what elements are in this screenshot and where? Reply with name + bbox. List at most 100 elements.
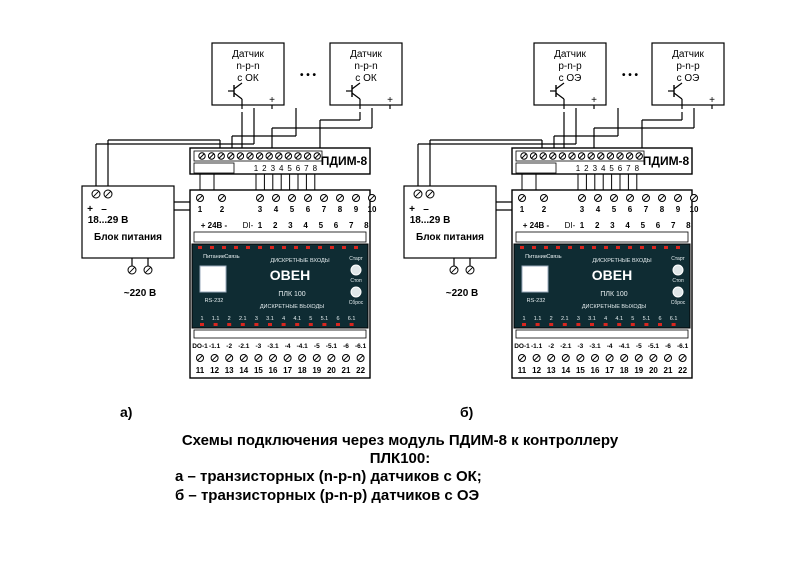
screw-slot xyxy=(540,153,546,159)
do-terminal-label: -5 xyxy=(636,343,642,350)
do-terminal-label: -3.1 xyxy=(267,343,279,350)
screw-slot xyxy=(541,195,547,201)
wire xyxy=(351,82,361,90)
ellipsis-dots: • • • xyxy=(300,70,317,81)
module-terminal-number: 7 xyxy=(626,164,631,173)
screw-slot xyxy=(276,153,282,159)
plc-di-label: DI- xyxy=(243,221,254,230)
do-terminal-label: -4.1 xyxy=(619,343,631,350)
screw-slot xyxy=(579,195,585,201)
plc-top-terminal-number: 1 xyxy=(198,205,203,214)
module-bracket xyxy=(515,162,557,174)
plc-top-terminal-number: 7 xyxy=(644,205,649,214)
link-led-label: Связь xyxy=(546,254,561,260)
screw-slot xyxy=(337,195,343,201)
screw-terminal xyxy=(265,152,273,160)
wire xyxy=(555,92,565,100)
screw-terminal xyxy=(413,189,423,199)
rs232-port-label: RS-232 xyxy=(527,298,546,304)
screw-terminal xyxy=(540,194,548,202)
plc-supply-label: + 24В - xyxy=(523,221,550,230)
input-led xyxy=(234,246,238,249)
screw-terminal xyxy=(368,194,376,202)
output-led-label: 6.1 xyxy=(348,316,356,322)
screw-slot xyxy=(270,355,276,361)
screw-terminal xyxy=(520,152,528,160)
screw-terminal xyxy=(103,189,113,199)
screw-terminal xyxy=(578,194,586,202)
screw-slot xyxy=(598,153,604,159)
screw-slot xyxy=(627,153,633,159)
screw-slot xyxy=(328,355,335,361)
input-led xyxy=(198,246,202,249)
plc-top-terminal-number: 2 xyxy=(542,205,547,214)
plc-bottom-terminal-number: 15 xyxy=(576,366,585,375)
screw-slot xyxy=(197,195,203,201)
plc-di-number: 3 xyxy=(288,221,293,230)
power-supply-title: Блок питания xyxy=(94,232,162,243)
input-led xyxy=(222,246,226,249)
plc-top-terminal-number: 8 xyxy=(338,205,343,214)
plc-bottom-terminal-number: 13 xyxy=(225,366,234,375)
screw-terminal xyxy=(642,194,650,202)
output-led xyxy=(671,323,676,326)
screw-slot xyxy=(305,195,311,201)
screw-terminal xyxy=(143,265,153,275)
power-supply-title: Блок питания xyxy=(416,232,484,243)
output-led xyxy=(576,323,581,326)
plc-top-terminal-number: 4 xyxy=(274,205,279,214)
input-led xyxy=(342,246,346,249)
input-led xyxy=(294,246,298,249)
plc-display-window xyxy=(199,265,227,293)
do-terminal-label: -4 xyxy=(607,343,613,350)
plc-di-number: 8 xyxy=(686,221,691,230)
plc-di-number: 4 xyxy=(625,221,630,230)
screw-slot xyxy=(579,153,585,159)
power-minus-sign: – xyxy=(423,204,429,215)
output-led-label: 6.1 xyxy=(670,316,678,322)
plc-di-number: 6 xyxy=(334,221,339,230)
do-terminal-label: -2 xyxy=(226,343,232,350)
sensor-plus-sign: + xyxy=(591,95,597,106)
sensor-box xyxy=(329,42,403,106)
screw-slot xyxy=(240,355,247,361)
screw-terminal xyxy=(336,194,344,202)
module-terminal-number: 8 xyxy=(635,164,640,173)
module-bracket xyxy=(193,162,235,174)
screw-terminal xyxy=(356,354,365,362)
screw-slot xyxy=(611,195,617,201)
screw-slot xyxy=(414,190,422,198)
screw-terminal xyxy=(547,354,556,362)
screw-slot xyxy=(450,266,458,274)
screw-terminal xyxy=(269,354,277,362)
sensor-plus-sign: + xyxy=(709,95,715,106)
sensor-text: p-n-p xyxy=(676,61,700,72)
plc-bottom-terminal-number: 19 xyxy=(312,366,321,375)
module-terminal-number: 4 xyxy=(601,164,606,173)
screw-slot xyxy=(289,195,295,201)
screw-terminal xyxy=(620,354,629,362)
output-led xyxy=(227,323,232,326)
plc-top-terminal-number: 10 xyxy=(368,205,377,214)
sensor-text: n-p-n xyxy=(354,61,377,72)
do-terminal-label: DO-1 xyxy=(514,343,530,350)
input-led xyxy=(270,246,274,249)
screw-terminal xyxy=(539,152,547,160)
plc-top-terminal-number: 10 xyxy=(690,205,699,214)
output-led xyxy=(644,323,649,326)
power-minus-sign: – xyxy=(101,204,107,215)
do-terminal-label: -3.1 xyxy=(589,343,601,350)
screw-slot xyxy=(426,190,434,198)
input-led xyxy=(616,246,620,249)
screw-terminal xyxy=(518,354,526,362)
input-led xyxy=(318,246,322,249)
output-led-label: 2.1 xyxy=(239,316,247,322)
output-led-label: 2.1 xyxy=(561,316,569,322)
power-plus-sign: + xyxy=(87,204,93,215)
output-led xyxy=(562,323,567,326)
power-supply-box xyxy=(403,185,497,259)
do-terminal-label: -3 xyxy=(256,343,262,350)
module-terminal-number: 6 xyxy=(618,164,623,173)
